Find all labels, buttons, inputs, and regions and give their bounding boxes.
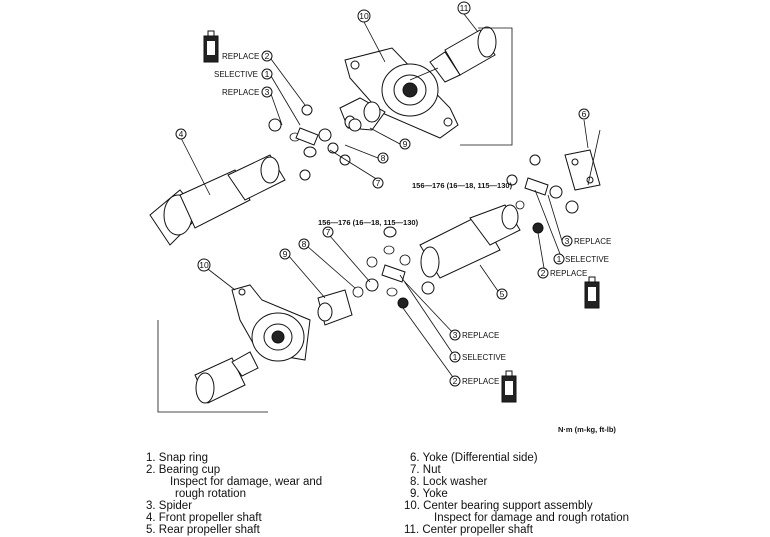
callout-number: 7 bbox=[372, 177, 384, 189]
callout-number: 6 bbox=[578, 108, 590, 120]
svg-text:9: 9 bbox=[403, 139, 408, 149]
svg-text:1: 1 bbox=[265, 69, 270, 79]
svg-text:6: 6 bbox=[582, 109, 587, 119]
svg-text:5: 5 bbox=[500, 289, 505, 299]
center-propeller-shaft bbox=[409, 26, 513, 146]
callout-number: 1 bbox=[449, 351, 461, 363]
callout-number: 3 bbox=[449, 329, 461, 341]
selective-label: SELECTIVE bbox=[565, 255, 609, 264]
svg-text:2: 2 bbox=[265, 51, 270, 61]
rear-propeller-shaft bbox=[419, 204, 521, 279]
callout-number: 10 bbox=[357, 9, 371, 23]
replace-label: REPLACE bbox=[222, 88, 259, 97]
svg-text:9: 9 bbox=[283, 249, 288, 259]
grease-tube-icon bbox=[203, 30, 219, 63]
callout-number: 8 bbox=[298, 238, 310, 250]
callout-number: 4 bbox=[175, 128, 187, 140]
svg-text:3: 3 bbox=[565, 236, 570, 246]
callout-number: 2 bbox=[261, 50, 273, 62]
callout-number: 1 bbox=[261, 68, 273, 80]
svg-text:3: 3 bbox=[453, 330, 458, 340]
callout-number: 2 bbox=[537, 267, 549, 279]
svg-text:10: 10 bbox=[199, 260, 209, 270]
svg-text:10: 10 bbox=[359, 11, 369, 21]
leader-lines bbox=[180, 13, 589, 381]
svg-text:7: 7 bbox=[326, 227, 331, 237]
svg-text:2: 2 bbox=[541, 268, 546, 278]
callout-number: 2 bbox=[449, 375, 461, 387]
callout-number: 1 bbox=[553, 253, 565, 265]
callout-number: 3 bbox=[561, 235, 573, 247]
svg-text:4: 4 bbox=[179, 129, 184, 139]
callout-number: 7 bbox=[322, 226, 334, 238]
callout-number: 8 bbox=[377, 152, 389, 164]
callout-number: 11 bbox=[457, 1, 471, 15]
grease-tube-icon bbox=[501, 370, 517, 403]
center-propeller-shaft-bottom bbox=[157, 320, 268, 413]
selective-label: SELECTIVE bbox=[462, 353, 506, 362]
torque-units: N·m (m-kg, ft-lb) bbox=[558, 425, 616, 434]
callout-number: 10 bbox=[197, 258, 211, 272]
replace-label: REPLACE bbox=[574, 237, 611, 246]
yoke-differential-side bbox=[564, 129, 601, 191]
u-joint-top bbox=[268, 104, 362, 181]
u-joint-bottom bbox=[352, 226, 435, 309]
center-bearing-support-bottom bbox=[231, 284, 311, 362]
svg-text:1: 1 bbox=[557, 254, 562, 264]
svg-text:8: 8 bbox=[381, 153, 386, 163]
front-propeller-shaft bbox=[149, 154, 286, 246]
callout-number: 5 bbox=[496, 288, 508, 300]
svg-text:7: 7 bbox=[376, 178, 381, 188]
torque-spec: 156—176 (16—18, 115—130) bbox=[412, 181, 513, 190]
svg-text:8: 8 bbox=[302, 239, 307, 249]
svg-text:3: 3 bbox=[265, 87, 270, 97]
svg-text:2: 2 bbox=[453, 376, 458, 386]
replace-label: REPLACE bbox=[222, 52, 259, 61]
torque-spec: 156—176 (16—18, 115—130) bbox=[318, 218, 419, 227]
svg-text:11: 11 bbox=[460, 3, 469, 13]
replace-label: REPLACE bbox=[462, 377, 499, 386]
center-bearing-support-top bbox=[344, 47, 459, 139]
callout-number: 9 bbox=[399, 138, 411, 150]
grease-tube-icon bbox=[584, 276, 600, 309]
svg-text:1: 1 bbox=[453, 352, 458, 362]
replace-label: REPLACE bbox=[550, 269, 587, 278]
callout-number: 9 bbox=[279, 248, 291, 260]
replace-label: REPLACE bbox=[462, 331, 499, 340]
selective-label: SELECTIVE bbox=[214, 70, 258, 79]
u-joint-right bbox=[506, 154, 579, 234]
yoke-bottom bbox=[317, 289, 353, 326]
callout-number: 3 bbox=[261, 86, 273, 98]
